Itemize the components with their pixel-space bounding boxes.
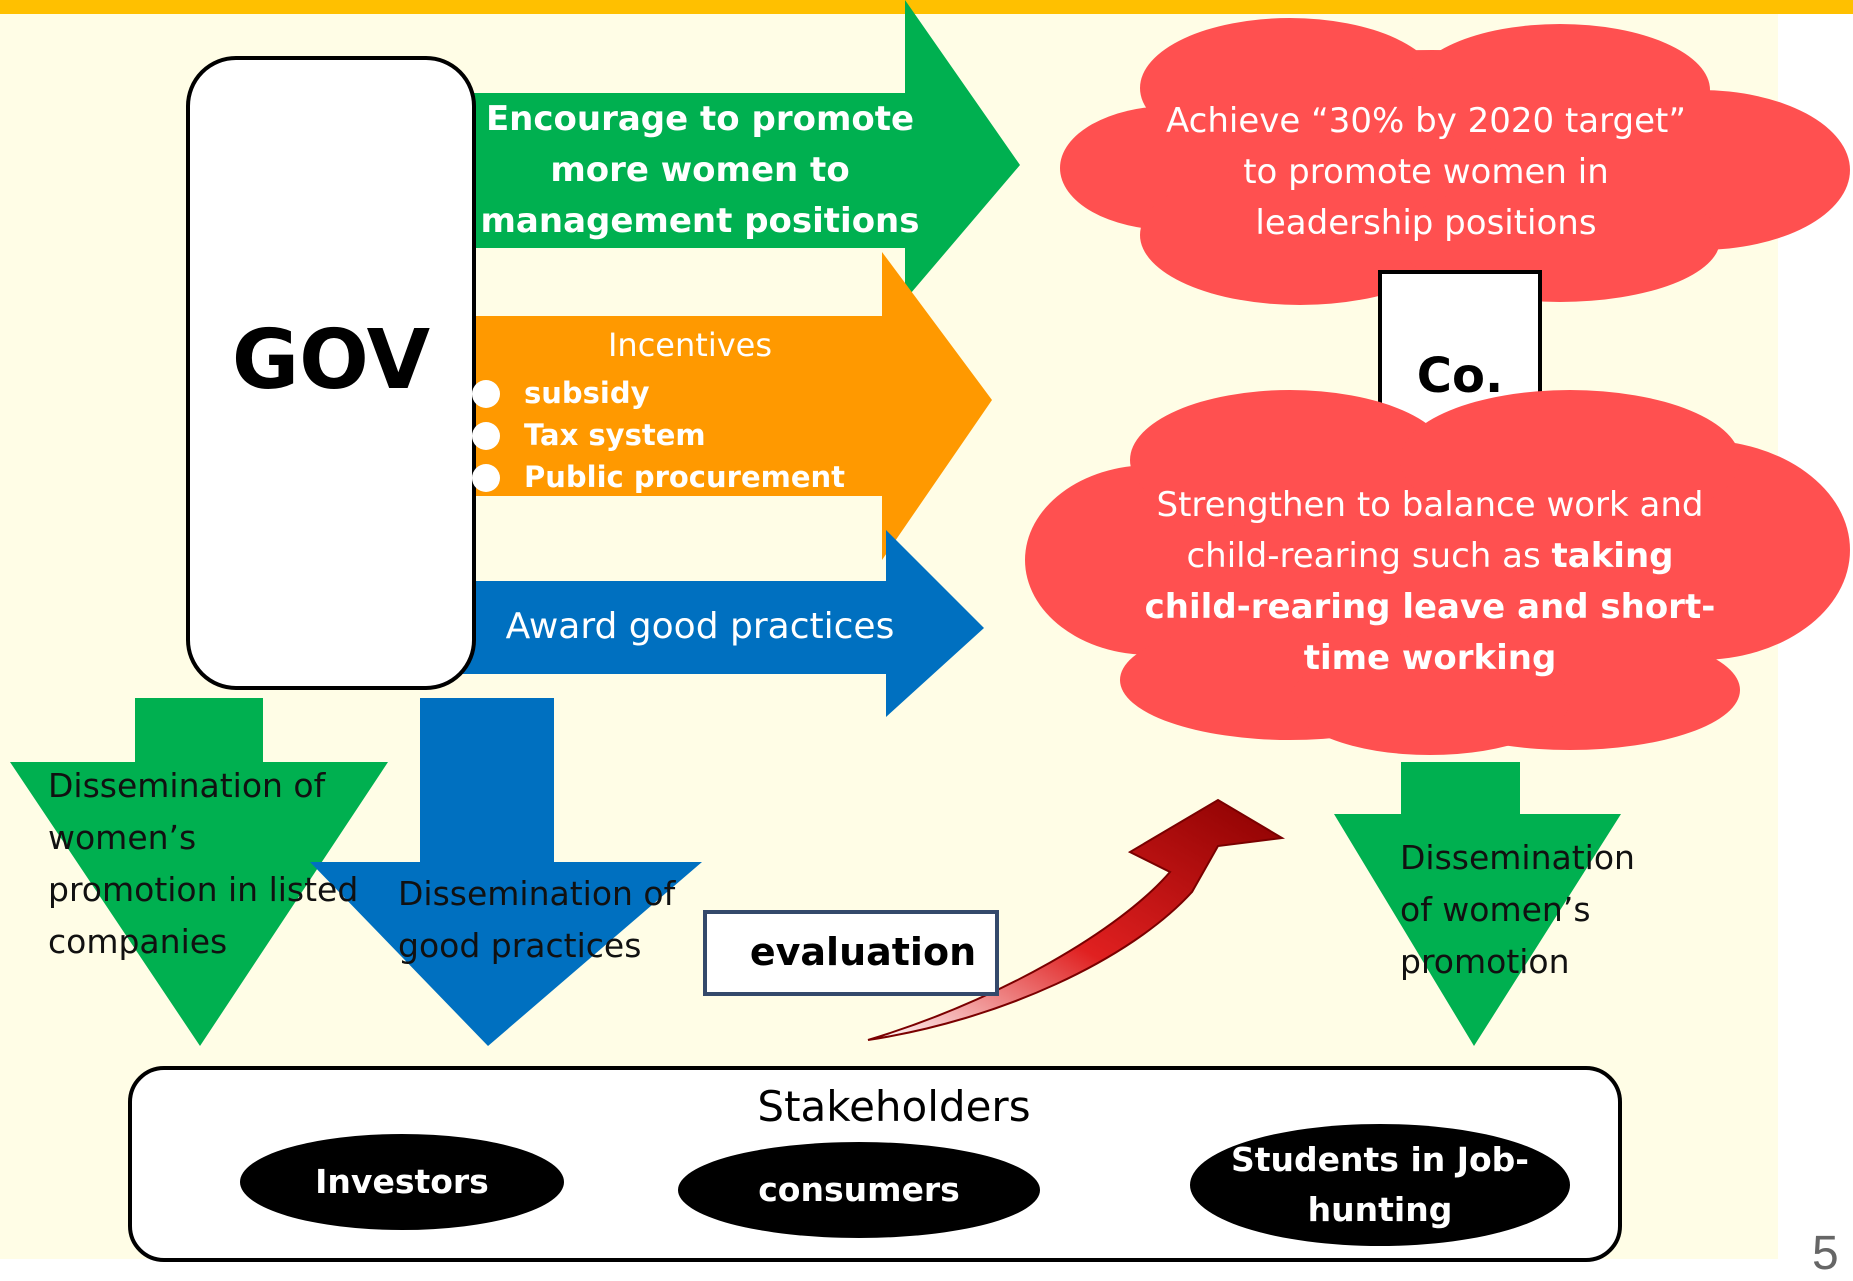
incentive-item: subsidy (472, 372, 845, 414)
government-box (186, 56, 476, 690)
incentive-item: Public procurement (472, 456, 845, 498)
stakeholders-title: Stakeholders (757, 1082, 1031, 1131)
incentives-list: subsidy Tax system Public procurement (472, 372, 845, 498)
incentives-title: Incentives (607, 326, 772, 364)
target-cloud (1060, 18, 1850, 305)
consumers-ellipse: consumers (678, 1142, 1040, 1238)
students-ellipse: Students in Job-hunting (1190, 1124, 1570, 1246)
company-label: Co. (1416, 348, 1504, 404)
evaluation-box (703, 910, 999, 996)
target-text: Achieve “30% by 2020 target” to promote … (1166, 101, 1686, 243)
page-number: 5 (1812, 1227, 1839, 1280)
promotion-down-arrow (1334, 762, 1621, 1046)
award-arrow (458, 530, 984, 717)
encourage-arrow (448, 0, 1020, 300)
practices-dissemination-text: Dissemination of good practices (398, 874, 676, 965)
award-text: Award good practices (505, 606, 895, 647)
incentive-item: Tax system (472, 414, 845, 456)
evaluation-curve-arrow (867, 798, 1286, 1041)
government-label: GOV (231, 313, 431, 408)
title-bar (0, 0, 1853, 14)
investors-ellipse: Investors (240, 1134, 564, 1230)
listed-dissemination-text: Dissemination of women’s promotion in li… (48, 766, 359, 961)
incentives-arrow (448, 252, 992, 560)
practices-down-arrow (310, 698, 702, 1046)
promotion-dissemination-text: Dissemination of women’s promotion (1400, 838, 1635, 981)
evaluation-label: evaluation (749, 930, 977, 974)
balance-text-plain: Strengthen to balance work and child-rea… (1156, 485, 1704, 576)
balance-text-bold: taking child-rearing leave and short-tim… (1144, 536, 1716, 678)
balance-text: Strengthen to balance work and child-rea… (1140, 480, 1720, 684)
encourage-text: Encourage to promote more women to manag… (480, 99, 920, 241)
listed-down-arrow (10, 698, 388, 1046)
balance-cloud (1025, 390, 1850, 755)
